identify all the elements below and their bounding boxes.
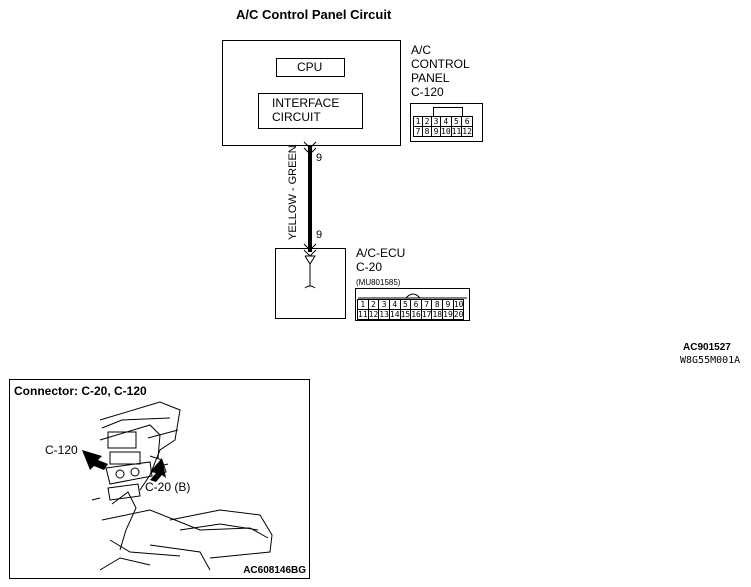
c20-pin: 18 [431, 309, 444, 320]
interface-label-1: INTERFACE [272, 96, 340, 110]
c120-pin: 2 [422, 116, 432, 127]
c120-pin: 6 [461, 116, 473, 127]
wire-pin-bottom: 9 [316, 229, 323, 241]
wire-pin-top: 9 [316, 152, 323, 164]
c120-pin: 4 [440, 116, 452, 127]
c20-pin: 6 [410, 299, 422, 310]
control-panel-connector-id: C-120 [411, 85, 444, 99]
location-title: Connector: C-20, C-120 [14, 384, 147, 398]
c20-pin: 9 [442, 299, 454, 310]
photo-ref: AC608146BG [243, 565, 306, 576]
c20-arrow [150, 458, 166, 482]
cpu-label: CPU [297, 60, 323, 74]
c20-connector-top-arc [358, 293, 467, 299]
c20-pin: 15 [399, 309, 412, 320]
c120-pin: 11 [450, 126, 463, 137]
c20-pin: 1 [357, 299, 369, 310]
diagram-ref: AC901527 [683, 342, 731, 353]
c20-pin: 20 [452, 309, 465, 320]
c20-pin: 3 [378, 299, 390, 310]
c120-pin: 8 [422, 126, 432, 137]
c20-pin: 12 [367, 309, 380, 320]
c20-pin: 14 [388, 309, 401, 320]
c120-arrow [82, 450, 108, 470]
interface-label-2: CIRCUIT [272, 110, 321, 124]
control-panel-name-1: A/C [411, 43, 432, 57]
c20-pin: 2 [367, 299, 380, 310]
c120-lock-tab [433, 107, 463, 116]
diagram-title: A/C Control Panel Circuit [236, 7, 392, 22]
ecu-connector-id: C-20 [356, 260, 383, 274]
control-panel-name-2: CONTROL [411, 57, 470, 71]
c20-pin: 10 [452, 299, 465, 310]
c20-pin: 11 [357, 309, 369, 320]
c20-pin: 16 [410, 309, 422, 320]
ecu-name: A/C-ECU [356, 246, 406, 260]
c120-pin: 9 [431, 126, 441, 137]
c120-pin-table: 1 2 3 4 5 6 7 8 9 10 11 12 [413, 116, 473, 137]
wire-color-label: YELLOW - GREEN [287, 145, 299, 240]
wire-bottom-chevron [303, 243, 317, 251]
c20-pin: 7 [420, 299, 433, 310]
ecu-terminal-symbol [304, 255, 316, 289]
wire-top-chevron-2 [303, 141, 317, 149]
c120-pin: 1 [413, 116, 423, 127]
c20-pin: 13 [378, 309, 390, 320]
c20-pin-table: 1 2 3 4 5 6 7 8 9 10 11 12 13 14 15 16 1… [357, 299, 465, 320]
callout-c120: C-120 [45, 443, 78, 457]
connector-location-illustration: Connector: C-20, C-120 C-120 C-20 (B) AC… [9, 379, 310, 579]
c120-pin: 12 [461, 126, 473, 137]
cpu-box [276, 58, 345, 77]
c120-pin: 3 [431, 116, 441, 127]
c20-pin: 19 [442, 309, 454, 320]
callout-c20: C-20 (B) [145, 480, 191, 494]
interface-circuit-box [258, 93, 363, 129]
c120-pin: 5 [450, 116, 463, 127]
wire-top-chevron [303, 147, 317, 155]
c20-pin: 8 [431, 299, 444, 310]
ecu-box [275, 248, 346, 319]
console-line-drawing [82, 401, 273, 571]
c120-pin: 7 [413, 126, 423, 137]
diagram-code: W8G55M001A [680, 355, 741, 366]
control-panel-name-3: PANEL [411, 71, 450, 85]
c20-connector-face: 1 2 3 4 5 6 7 8 9 10 11 12 13 14 15 16 1… [355, 288, 470, 321]
control-panel-box [222, 40, 401, 146]
c120-connector-face: 1 2 3 4 5 6 7 8 9 10 11 12 [410, 103, 483, 142]
c20-pin: 17 [420, 309, 433, 320]
c20-pin: 5 [399, 299, 412, 310]
c120-pin: 10 [440, 126, 452, 137]
ecu-part-number: (MU801585) [356, 278, 401, 287]
c20-pin: 4 [388, 299, 401, 310]
